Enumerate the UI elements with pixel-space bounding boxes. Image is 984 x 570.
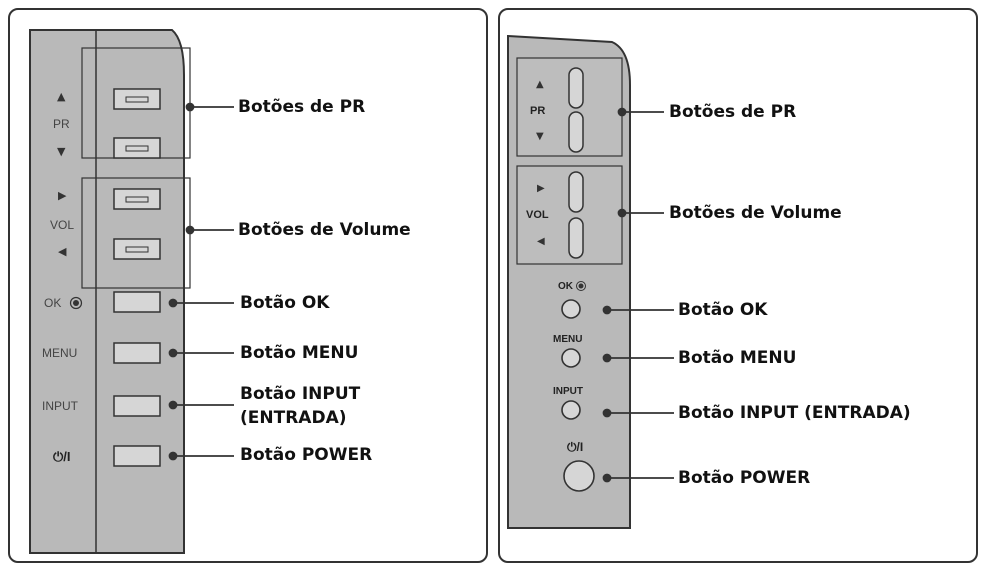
right-input-button[interactable] <box>561 400 581 420</box>
left-pr-up-arrow-icon: ▲ <box>57 90 66 103</box>
left-input-label: INPUT <box>42 399 78 413</box>
right-vol-up-button[interactable] <box>568 171 584 213</box>
left-callout-volume-buttons: Botões de Volume <box>238 220 411 240</box>
left-callout-input-button-line1: Botão INPUT <box>240 384 361 404</box>
left-vol-down-button[interactable] <box>113 238 161 260</box>
right-menu-label: MENU <box>553 334 583 345</box>
right-pr-down-arrow-icon: ▼ <box>536 131 544 142</box>
left-tv-side-body <box>29 29 185 554</box>
left-callout-lines <box>168 102 234 461</box>
right-vol-left-arrow-icon: ◀ <box>537 236 545 247</box>
left-vol-up-button[interactable] <box>113 188 161 210</box>
right-tv-side-body <box>507 34 631 529</box>
left-vol-label: VOL <box>50 218 75 232</box>
right-pr-up-arrow-icon: ▲ <box>536 79 544 90</box>
right-power-button[interactable] <box>563 460 595 492</box>
right-callout-power-button: Botão POWER <box>678 468 811 488</box>
left-callout-power-button: Botão POWER <box>240 445 373 465</box>
right-callout-ok-button: Botão OK <box>678 300 768 320</box>
left-callout-input-button-line2: (ENTRADA) <box>240 408 347 428</box>
left-pr-label: PR <box>53 117 70 131</box>
left-ok-indicator-icon <box>69 296 83 310</box>
left-callout-menu-button: Botão MENU <box>240 343 359 363</box>
right-callout-input-button: Botão INPUT (ENTRADA) <box>678 403 911 423</box>
right-pr-up-button[interactable] <box>568 67 584 109</box>
left-power-label: ⏻/I <box>53 449 71 464</box>
left-power-button[interactable] <box>113 445 161 467</box>
left-menu-label: MENU <box>42 346 78 360</box>
right-pr-label: PR <box>530 105 546 117</box>
right-pr-down-button[interactable] <box>568 111 584 153</box>
left-vol-left-arrow-icon: ◀ <box>58 245 67 258</box>
left-callout-ok-button: Botão OK <box>240 293 330 313</box>
right-vol-down-button[interactable] <box>568 217 584 259</box>
right-callout-lines <box>602 107 674 483</box>
left-ok-button[interactable] <box>113 291 161 313</box>
right-ok-button[interactable] <box>561 299 581 319</box>
left-callout-pr-buttons: Botões de PR <box>238 97 366 117</box>
left-pr-up-button[interactable] <box>113 88 161 110</box>
right-ok-label: OK <box>558 281 573 292</box>
right-input-label: INPUT <box>553 386 583 397</box>
right-callout-volume-buttons: Botões de Volume <box>669 203 842 223</box>
left-menu-button[interactable] <box>113 342 161 364</box>
right-callout-pr-buttons: Botões de PR <box>669 102 797 122</box>
right-vol-right-arrow-icon: ▶ <box>537 183 545 194</box>
right-menu-button[interactable] <box>561 348 581 368</box>
left-input-button[interactable] <box>113 395 161 417</box>
left-pr-down-button[interactable] <box>113 137 161 159</box>
right-vol-label: VOL <box>526 209 549 221</box>
right-callout-menu-button: Botão MENU <box>678 348 797 368</box>
left-pr-down-arrow-icon: ▼ <box>57 145 66 158</box>
right-power-label: ⏻/I <box>567 440 584 454</box>
right-ok-indicator-icon <box>576 281 586 291</box>
left-ok-label: OK <box>44 296 62 310</box>
left-vol-right-arrow-icon: ▶ <box>58 189 67 202</box>
